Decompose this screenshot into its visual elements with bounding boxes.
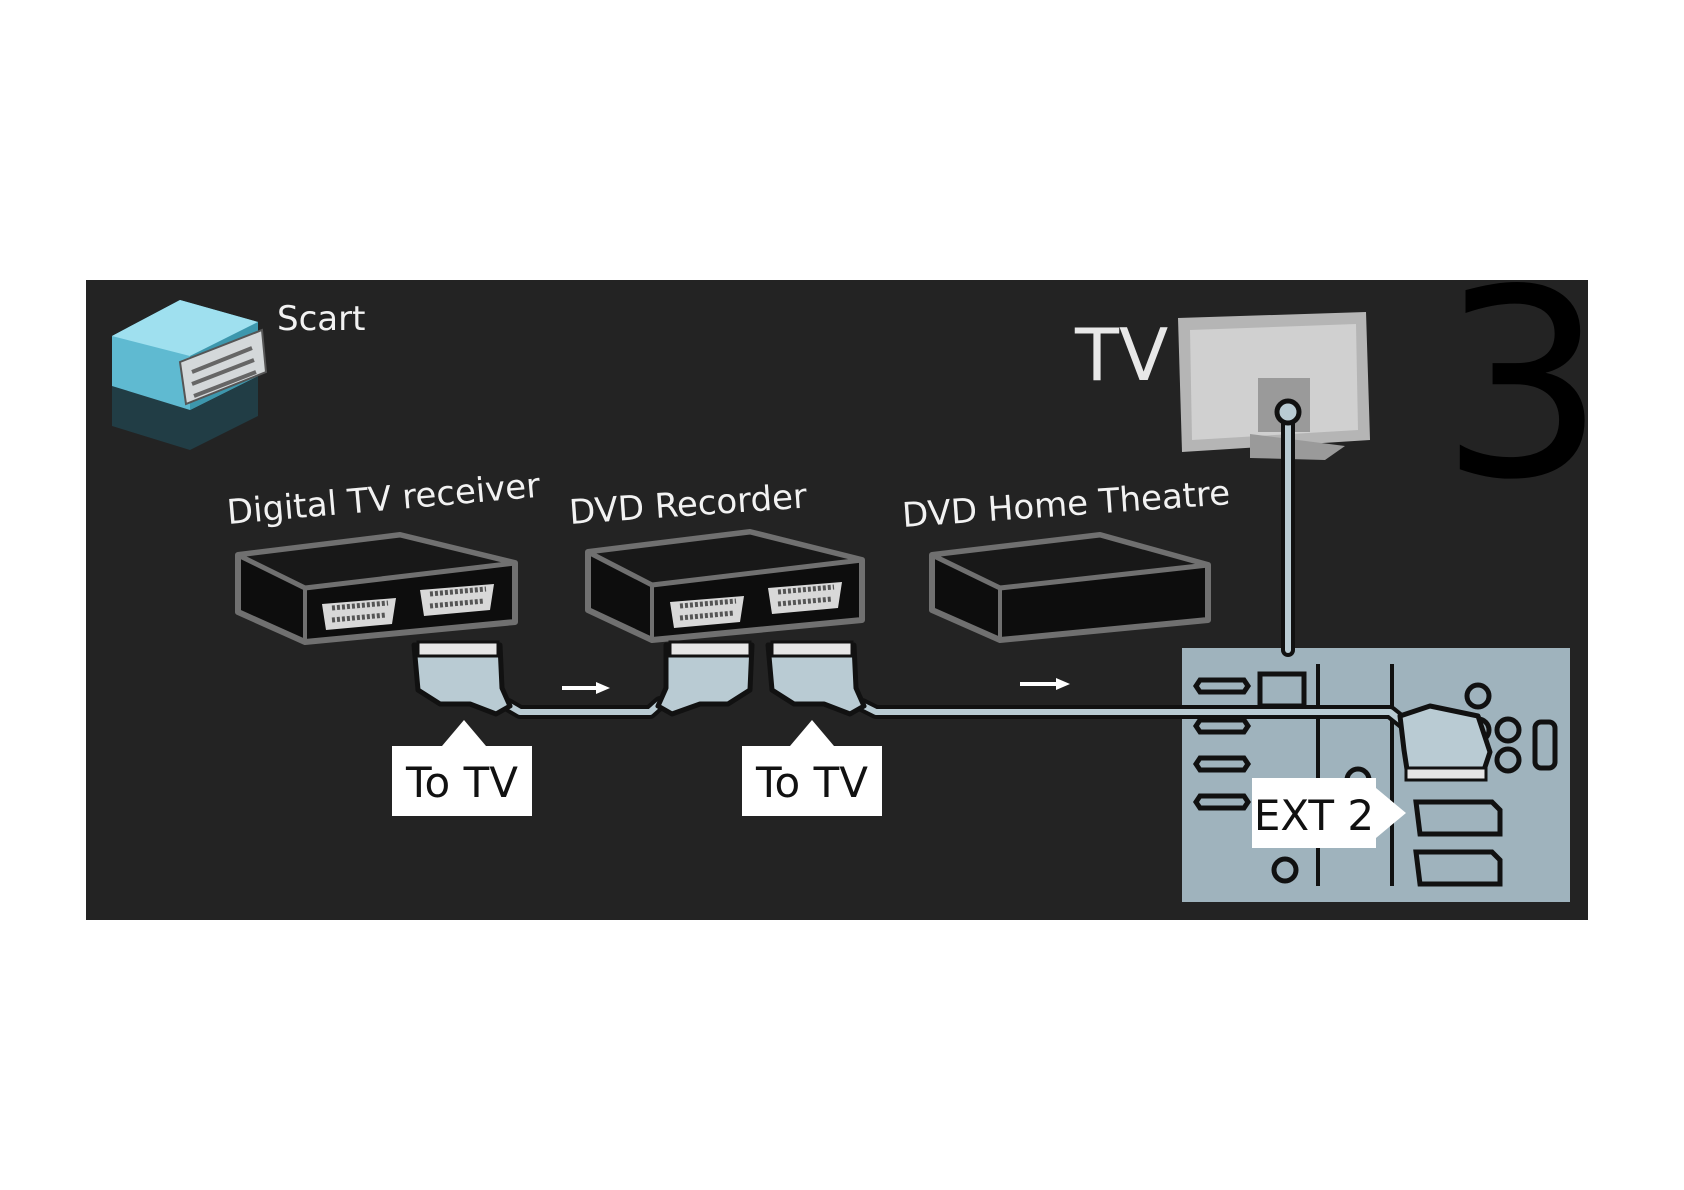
digital-tv-receiver-device: [235, 532, 518, 645]
scart-plug: [765, 640, 867, 717]
step-number: 3: [1440, 235, 1605, 537]
scart-plug: [1397, 703, 1493, 782]
dvd-recorder-device: [585, 529, 865, 643]
svg-text:EXT 2: EXT 2: [1254, 791, 1374, 840]
tv-connection-panel: [1182, 648, 1570, 902]
scart-connector-icon: [112, 300, 268, 450]
scart-legend-label: Scart: [277, 299, 365, 339]
tv-label: TV: [1074, 313, 1168, 397]
arrow-right-icon: [1020, 678, 1070, 690]
arrow-right-icon: [562, 682, 610, 694]
svg-text:To TV: To TV: [755, 758, 868, 807]
scart-plug: [411, 640, 513, 717]
to-tv-callout: To TV: [742, 720, 882, 816]
scart-plug: [655, 640, 755, 717]
tv-icon: [1178, 312, 1370, 460]
svg-text:To TV: To TV: [405, 758, 518, 807]
tv-antenna-socket: [1274, 398, 1302, 426]
to-tv-callout: To TV: [392, 720, 532, 816]
dvd-home-theatre-device: [929, 532, 1211, 643]
ext2-callout: EXT 2: [1252, 778, 1406, 848]
